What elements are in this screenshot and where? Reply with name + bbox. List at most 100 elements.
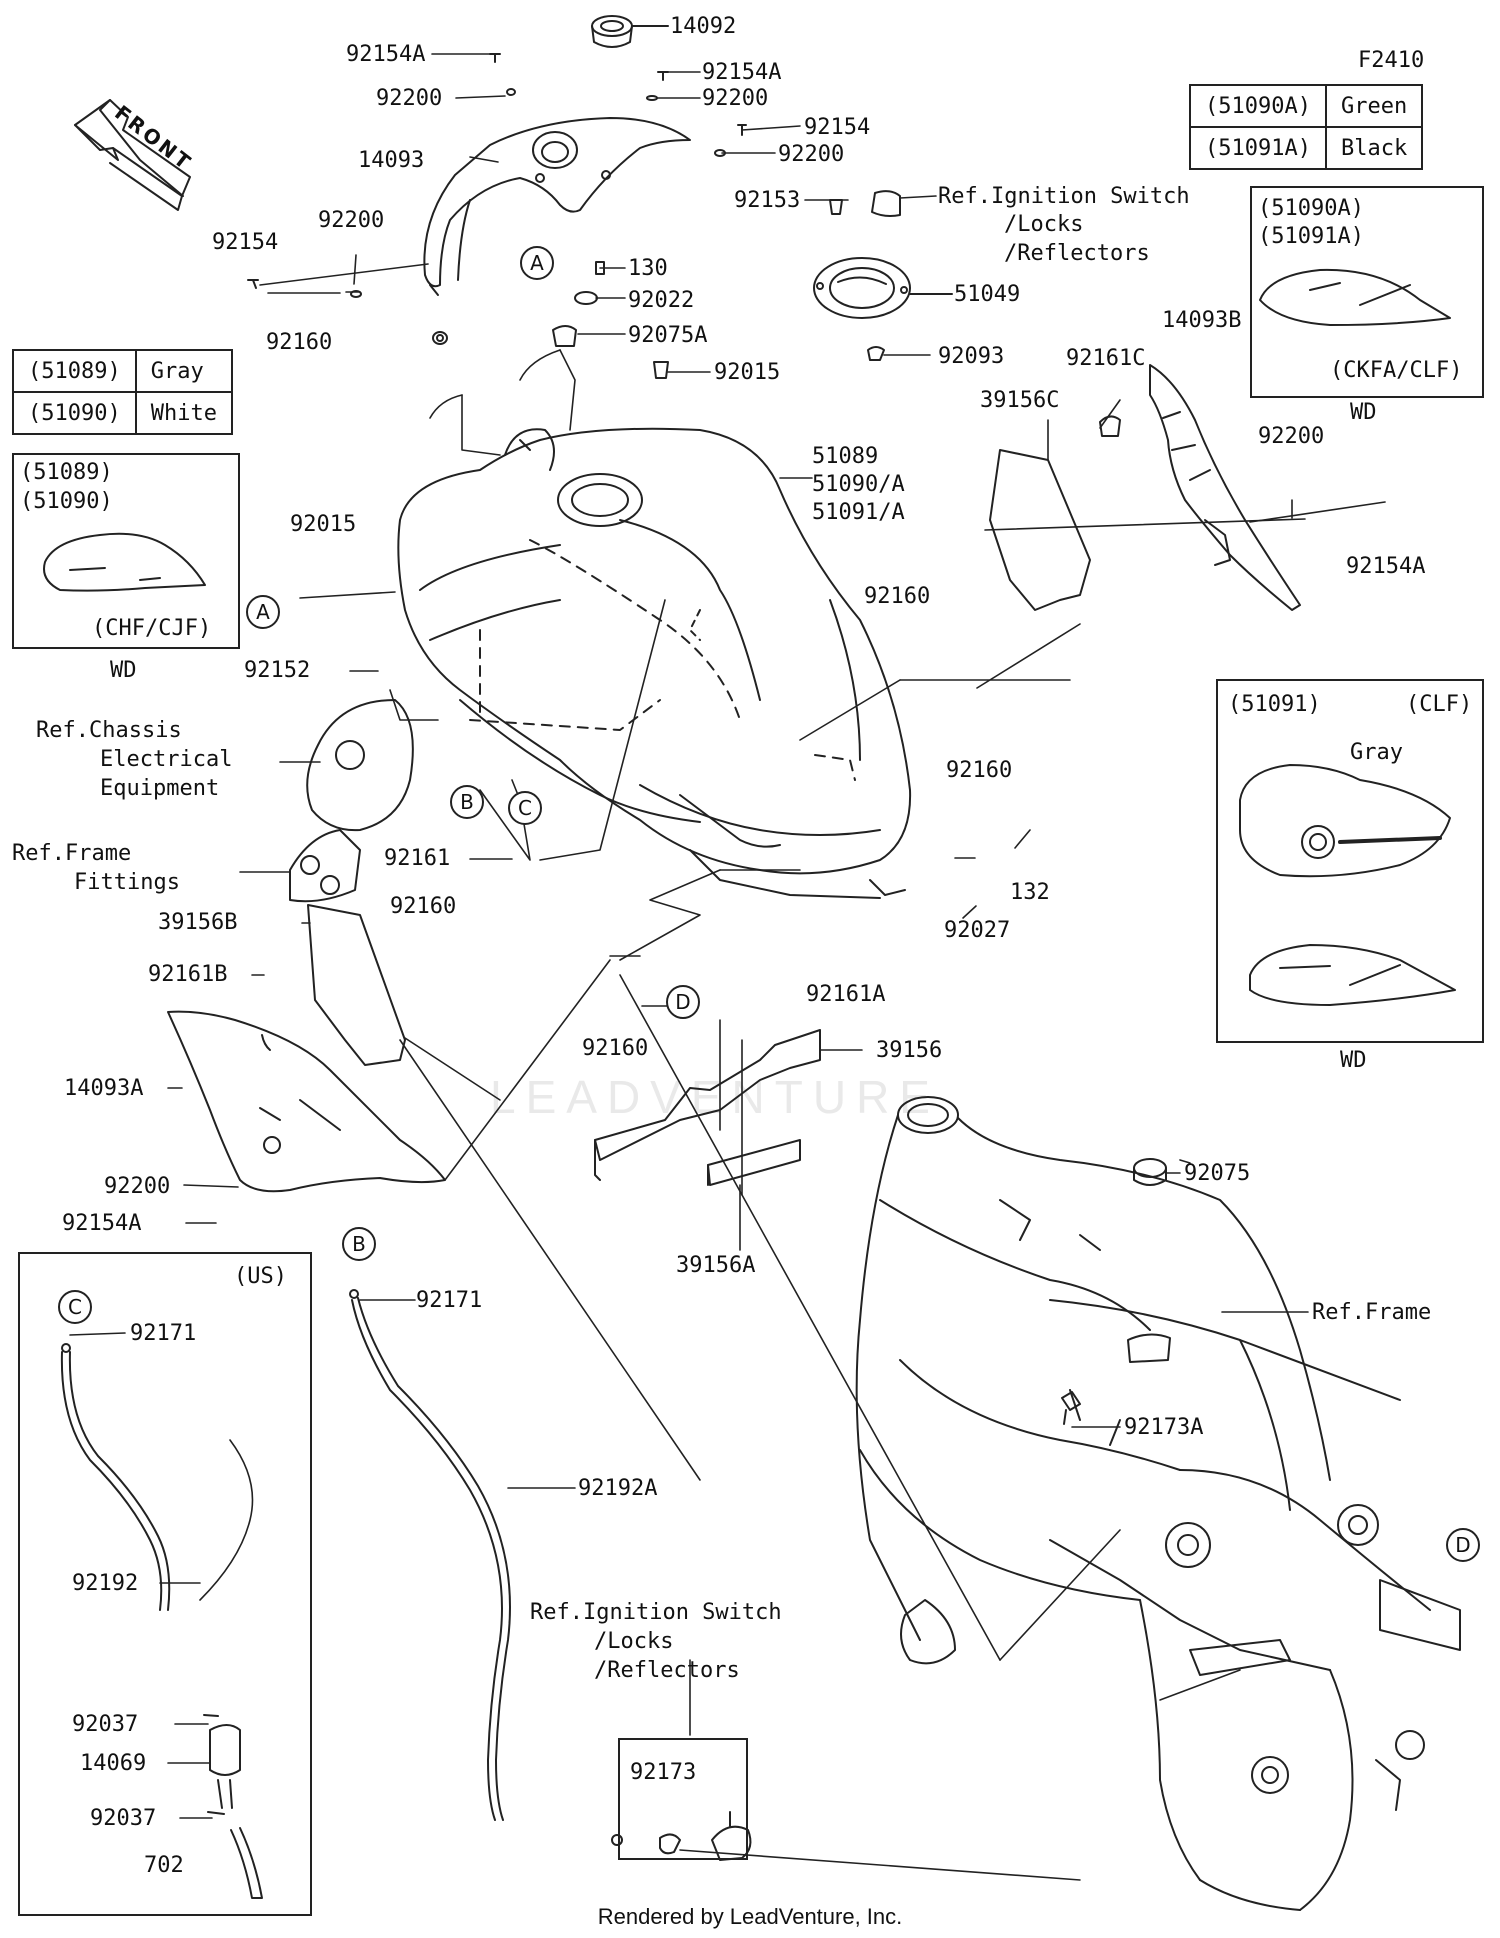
bracket-part — [289, 699, 414, 903]
side-cover-left-part — [167, 1010, 446, 1193]
table-cell-code: (51089) — [12, 349, 137, 393]
fitting-part — [1061, 1391, 1081, 1425]
part-label: 92037 — [90, 1806, 157, 1831]
part-label: 92154A — [702, 60, 782, 85]
table-cell-color: Black — [1324, 126, 1424, 170]
ref-label: Ref.Frame — [1312, 1300, 1432, 1325]
table-row: (51090A) Green — [1189, 84, 1424, 128]
us-box-label: (US) — [234, 1264, 287, 1289]
part-label: 702 — [144, 1853, 184, 1878]
ref-label: Ref.Chassis — [36, 718, 182, 743]
part-label: 92075 — [1184, 1161, 1251, 1186]
ref-label: Ref.Ignition Switch — [530, 1600, 782, 1625]
part-label: 39156 — [876, 1038, 943, 1063]
table-cell-color: Green — [1324, 84, 1424, 128]
part-label: 39156C — [980, 388, 1060, 413]
pad-39156-part — [594, 1029, 821, 1181]
inset-caption: WD — [110, 658, 137, 683]
part-label: 92161B — [148, 962, 228, 987]
part-label: 92154A — [346, 42, 426, 67]
part-label: 92192 — [72, 1571, 139, 1596]
pad-39156C-part — [989, 449, 1091, 611]
part-label: 92200 — [1258, 424, 1325, 449]
table-row: (51089) Gray — [12, 349, 233, 393]
part-label: 51090/A — [812, 472, 905, 497]
ref-label: /Locks — [1004, 212, 1084, 237]
part-label: 14092 — [670, 14, 737, 39]
table-cell-code: (51090A) — [1189, 84, 1327, 128]
callout-d: D — [1446, 1528, 1480, 1562]
part-label: 92153 — [734, 188, 801, 213]
inset-code: (51090) — [20, 489, 113, 514]
callout-a: A — [246, 595, 280, 629]
table-row: (51091A) Black — [1189, 126, 1424, 170]
part-label: 92200 — [702, 86, 769, 111]
ref-label: Ref.Ignition Switch — [938, 184, 1190, 209]
inset-code: (51090A) — [1258, 196, 1364, 221]
inset-variant: (CKFA/CLF) — [1330, 358, 1463, 383]
inset-left — [12, 453, 240, 649]
watermark: LEADVENTURE — [490, 1071, 940, 1123]
part-label: 51089 — [812, 444, 879, 469]
callout-b: B — [342, 1227, 376, 1261]
part-label: 92015 — [290, 512, 357, 537]
table-cell-code: (51091A) — [1189, 126, 1327, 170]
part-label: 92015 — [714, 360, 781, 385]
part-label: 92027 — [944, 918, 1011, 943]
part-label: 92160 — [390, 894, 457, 919]
part-label: 51049 — [954, 282, 1021, 307]
ref-label: /Reflectors — [594, 1658, 740, 1683]
part-label: 92154 — [804, 115, 871, 140]
part-label: 92192A — [578, 1476, 658, 1501]
grommet-part — [1133, 1158, 1167, 1186]
ref-label: /Reflectors — [1004, 241, 1150, 266]
part-label: 51091/A — [812, 500, 905, 525]
lock-fitting-part — [611, 1811, 752, 1861]
part-label: 92173A — [1124, 1415, 1204, 1440]
part-label: 92154 — [212, 230, 279, 255]
side-cover-right-part — [1099, 364, 1301, 611]
fuel-cap-part — [591, 15, 669, 48]
inset-variant: (CHF/CJF) — [92, 616, 212, 641]
table-row: (51090) White — [12, 391, 233, 435]
part-label: 92171 — [416, 1288, 483, 1313]
part-label: 92160 — [946, 758, 1013, 783]
us-box — [18, 1252, 312, 1916]
part-label: 92075A — [628, 323, 708, 348]
part-label: 92200 — [376, 86, 443, 111]
frame-part — [855, 1096, 1461, 1911]
part-label: 92200 — [778, 142, 845, 167]
ref-label: Fittings — [74, 870, 180, 895]
ref-label: Electrical — [100, 747, 233, 772]
inset-caption: WD — [1340, 1048, 1367, 1073]
hose-702-part — [230, 1827, 263, 1899]
color-table-left: (51089) Gray (51090) White — [12, 349, 233, 435]
part-label: 39156A — [676, 1253, 756, 1278]
callout-d: D — [666, 985, 700, 1019]
part-label: 14069 — [80, 1751, 147, 1776]
part-label: 92200 — [104, 1174, 171, 1199]
fuel-tank-part — [397, 427, 912, 899]
part-label: 130 — [628, 256, 668, 281]
part-label: 132 — [1010, 880, 1050, 905]
part-label: 92022 — [628, 288, 695, 313]
part-label: 92160 — [266, 330, 333, 355]
inset-right-tank-drawing — [1239, 764, 1456, 1006]
part-label: 92152 — [244, 658, 311, 683]
pad-39156A-part — [707, 1139, 801, 1186]
callout-b: B — [450, 785, 484, 819]
callout-box-92173 — [618, 1738, 748, 1860]
cap-assembly-part — [813, 257, 953, 319]
part-label: 92093 — [938, 344, 1005, 369]
pad-39156B-part — [307, 904, 406, 1066]
inset-color: Gray — [1350, 740, 1403, 765]
color-table-top: (51090A) Green (51091A) Black — [1189, 84, 1424, 170]
tank-cover-part — [423, 117, 691, 296]
part-label: 92161A — [806, 982, 886, 1007]
ref-label: Ref.Frame — [12, 841, 132, 866]
inset-left-tank-drawing — [43, 532, 206, 592]
inset-top-right — [1250, 186, 1484, 398]
part-label: 92161C — [1066, 346, 1146, 371]
